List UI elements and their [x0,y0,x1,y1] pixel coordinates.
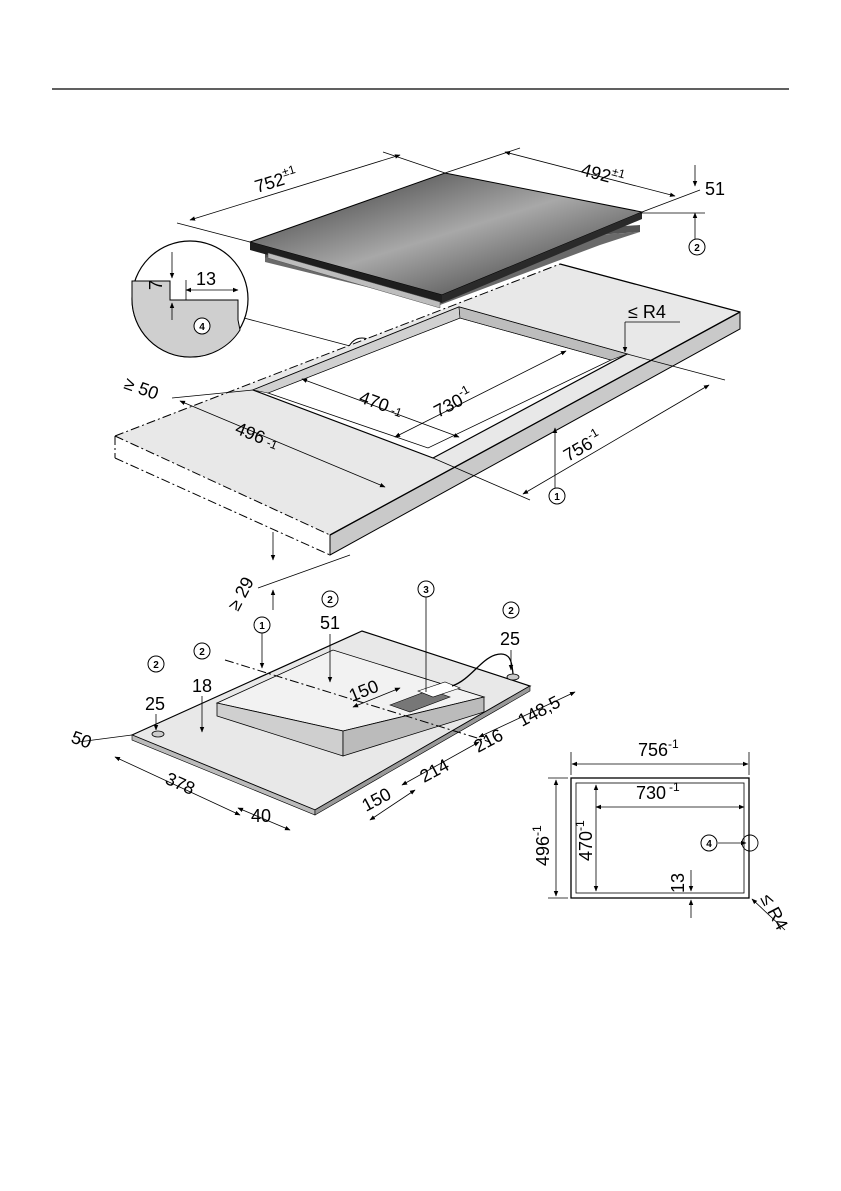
hob-depth-label: 492±1 [579,157,627,191]
svg-text:1: 1 [259,621,265,632]
callout-2-foot-left: 2 25 [145,656,165,730]
dim-216: 216 [470,725,506,757]
svg-text:3: 3 [423,585,429,596]
plan-outer-height: 496-1 [530,825,553,866]
front-clearance-label: ≥ 50 [122,373,162,404]
hob-width-label: 752±1 [251,162,299,197]
worktop-min-label: ≥ 29 [224,574,258,614]
corner-radius-label: ≤ R4 [628,302,666,322]
svg-text:2: 2 [508,606,514,617]
dim-40: 40 [251,806,271,826]
svg-text:51: 51 [320,613,340,633]
svg-text:4: 4 [706,839,712,850]
callout-2-hob: 2 [689,239,705,255]
detail-height-label: 7 [146,280,166,290]
corner-detail-inset: 13 7 4 [132,241,248,357]
detail-width-label: 13 [196,269,216,289]
plan-radius: ≤ R4 [756,890,791,933]
svg-text:4: 4 [199,322,205,333]
svg-text:25: 25 [145,694,165,714]
dim-50: 50 [69,727,95,753]
plan-outer-width: 756-1 [638,737,679,760]
callout-1-underside: 1 [254,617,270,668]
svg-text:2: 2 [199,647,205,658]
dim-378: 378 [162,768,198,798]
plan-gap: 13 [668,873,688,893]
plan-view: 756-1 730-1 496-1 470-1 13 ≤ R4 4 [530,737,792,933]
svg-text:2: 2 [694,243,700,254]
svg-text:2: 2 [153,660,159,671]
svg-text:2: 2 [327,595,333,606]
svg-text:25: 25 [500,629,520,649]
svg-text:1: 1 [554,492,560,503]
dim-148-5: 148,5 [514,692,563,731]
callout-1-worktop: 1 [549,488,565,504]
dim-150-bottom: 150 [358,784,394,816]
svg-text:18: 18 [192,676,212,696]
hob-height-label: 51 [705,179,725,199]
